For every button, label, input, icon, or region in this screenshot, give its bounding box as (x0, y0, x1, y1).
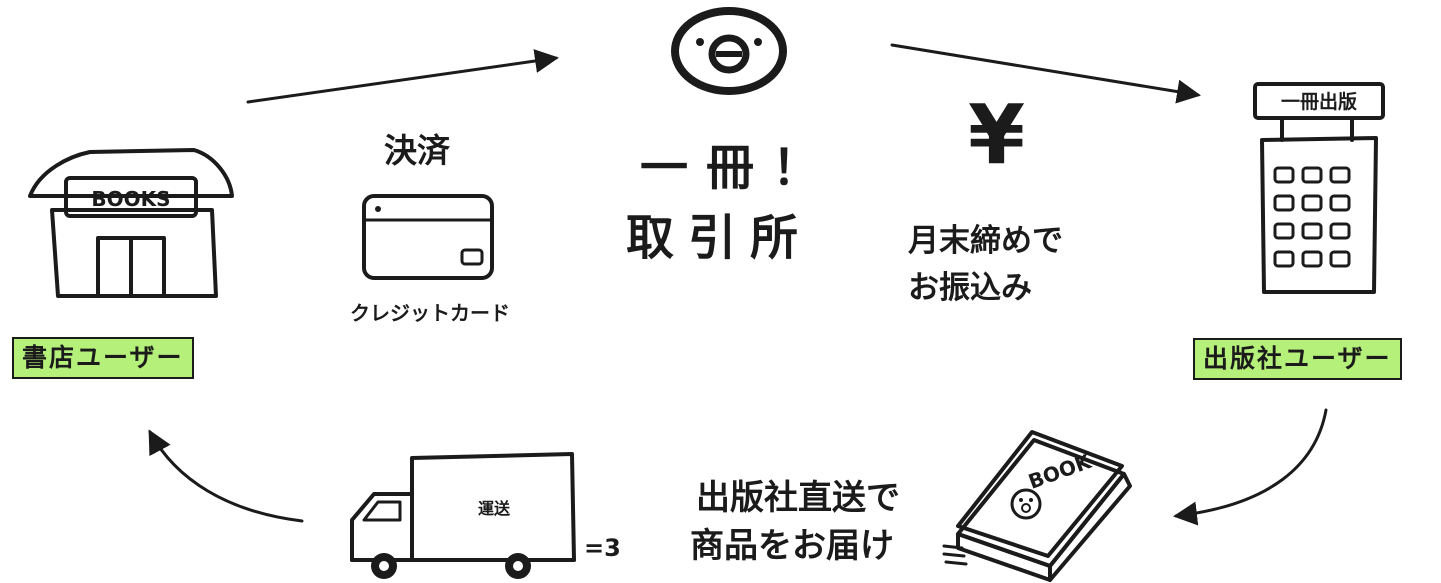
exchange-name-line2: 取引所 (626, 210, 813, 266)
storefront-icon (28, 148, 234, 298)
truck-cargo-text: 運送 (478, 499, 511, 518)
book-cover-text: BOOK (1025, 449, 1095, 494)
publisher-building-icon (1253, 82, 1385, 294)
arrow-truck-to-bookstore (148, 429, 304, 523)
payment-title: 決済 (384, 131, 450, 170)
payout-text-line2: お振込み (908, 270, 1032, 306)
shipping-text-line2: 商品をお届け (690, 526, 894, 566)
payout-text-line1: 月末締めで (908, 223, 1063, 259)
store-sign-text: BOOKS (91, 187, 170, 211)
publisher-user-label: 出版社ユーザー (1193, 338, 1402, 380)
shipping-text-line1: 出版社直送で (696, 478, 900, 518)
truck-exhaust-text: =3 (584, 534, 621, 562)
bookstore-user-label: 書店ユーザー (12, 337, 194, 379)
exchange-logo-icon (671, 7, 787, 95)
delivery-truck-icon (350, 452, 576, 579)
exchange-name-line1: 一冊！ (640, 140, 839, 196)
arrow-bookstore-to-exchange (246, 49, 559, 104)
credit-card-icon (362, 194, 494, 280)
arrow-publisher-to-book (1173, 408, 1328, 526)
publisher-sign-text: 一冊出版 (1281, 90, 1357, 113)
yen-icon: ¥ (968, 88, 1026, 183)
arrow-exchange-to-publisher (890, 43, 1201, 104)
credit-card-caption: クレジットカード (350, 301, 510, 325)
book-icon (942, 430, 1132, 582)
